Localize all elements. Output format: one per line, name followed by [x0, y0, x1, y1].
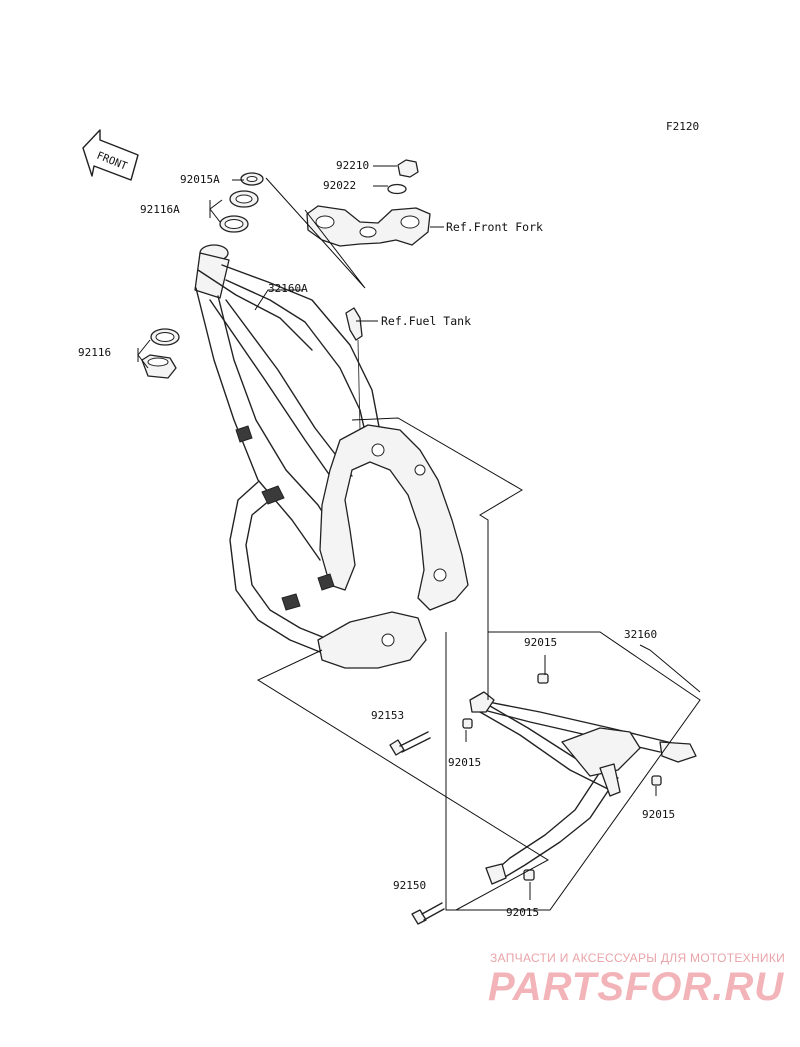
main-frame — [194, 244, 469, 669]
lower-bearing-parts — [141, 328, 180, 379]
part-number-92015-top: 92015 — [524, 636, 557, 649]
fuel-tank-bracket — [345, 307, 363, 431]
upper-triple-clamp — [306, 159, 431, 247]
part-number-92153: 92153 — [371, 709, 404, 722]
rear-subframe — [469, 691, 697, 885]
bolt-92150 — [411, 902, 445, 925]
watermark: ЗАПЧАСТИ И АКСЕССУАРЫ ДЛЯ МОТОТЕХНИКИ PA… — [488, 951, 785, 1009]
part-number-92015-right: 92015 — [642, 808, 675, 821]
watermark-brand: PARTSFOR.RU — [488, 965, 784, 1009]
bolt-92153 — [389, 731, 431, 756]
upper-bearing-parts — [219, 172, 264, 233]
part-number-92116: 92116 — [78, 346, 111, 359]
part-number-92015-mid: 92015 — [448, 756, 481, 769]
collars-92015 — [462, 673, 662, 881]
part-number-92022: 92022 — [323, 179, 356, 192]
page-code-label: F2120 — [666, 120, 699, 133]
ref-fuel-tank-label: Ref.Fuel Tank — [381, 314, 471, 328]
front-arrow-icon: FRONT — [82, 129, 139, 181]
part-number-92015-bottom: 92015 — [506, 906, 539, 919]
part-number-92015a: 92015A — [180, 173, 220, 186]
part-number-92150: 92150 — [393, 879, 426, 892]
ref-front-fork-label: Ref.Front Fork — [446, 220, 543, 234]
part-number-32160a: 32160A — [268, 282, 308, 295]
leader-lines — [137, 165, 701, 911]
watermark-caption: ЗАПЧАСТИ И АКСЕССУАРЫ ДЛЯ МОТОТЕХНИКИ — [490, 951, 785, 965]
part-number-32160: 32160 — [624, 628, 657, 641]
part-number-92116a: 92116A — [140, 203, 180, 216]
part-number-92210: 92210 — [336, 159, 369, 172]
